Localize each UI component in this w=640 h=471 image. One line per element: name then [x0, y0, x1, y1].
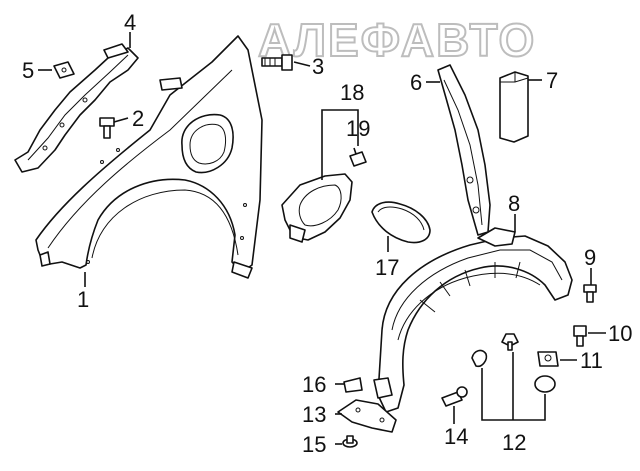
watermark-logo: АЛЕФАВТО [258, 14, 536, 66]
fasteners-part-12 [471, 333, 556, 393]
wheel-well-liner [373, 227, 573, 413]
callout-15: 15 [302, 432, 326, 457]
callout-2: 2 [132, 106, 144, 131]
callout-4: 4 [124, 10, 136, 35]
liner-bracket [337, 399, 397, 433]
callout-1: 1 [77, 287, 89, 312]
insulator-block [499, 71, 529, 143]
leader-lines [38, 32, 606, 445]
screw-part-14 [441, 386, 468, 407]
callout-8: 8 [508, 191, 520, 216]
fuel-filler-housing [281, 173, 353, 243]
push-pin-part-15 [342, 435, 358, 448]
fender-panel [35, 35, 263, 279]
callout-3: 3 [312, 54, 324, 79]
callout-13: 13 [302, 402, 326, 427]
callout-19: 19 [346, 116, 370, 141]
callout-10: 10 [608, 321, 632, 346]
clip-part-19 [349, 151, 367, 167]
rivet-part-10 [573, 325, 587, 347]
callout-17: 17 [375, 255, 399, 280]
callout-7: 7 [546, 68, 558, 93]
callout-14: 14 [444, 424, 468, 449]
clip-part-16 [343, 377, 363, 393]
callout-16: 16 [302, 372, 326, 397]
fender-bracket [14, 43, 139, 173]
callout-18: 18 [340, 80, 364, 105]
bolt-part-9 [583, 284, 597, 303]
callout-9: 9 [584, 245, 596, 270]
bolt-part-3 [261, 54, 293, 71]
clip-part-5 [53, 61, 75, 79]
callout-6: 6 [410, 70, 422, 95]
fuel-door [371, 201, 431, 244]
fender-trim-strip [437, 64, 491, 236]
callout-12: 12 [502, 430, 526, 455]
callout-5: 5 [22, 58, 34, 83]
nut-clip-part-11 [537, 351, 559, 367]
callout-11: 11 [580, 348, 603, 373]
bolt-part-2 [99, 117, 115, 139]
